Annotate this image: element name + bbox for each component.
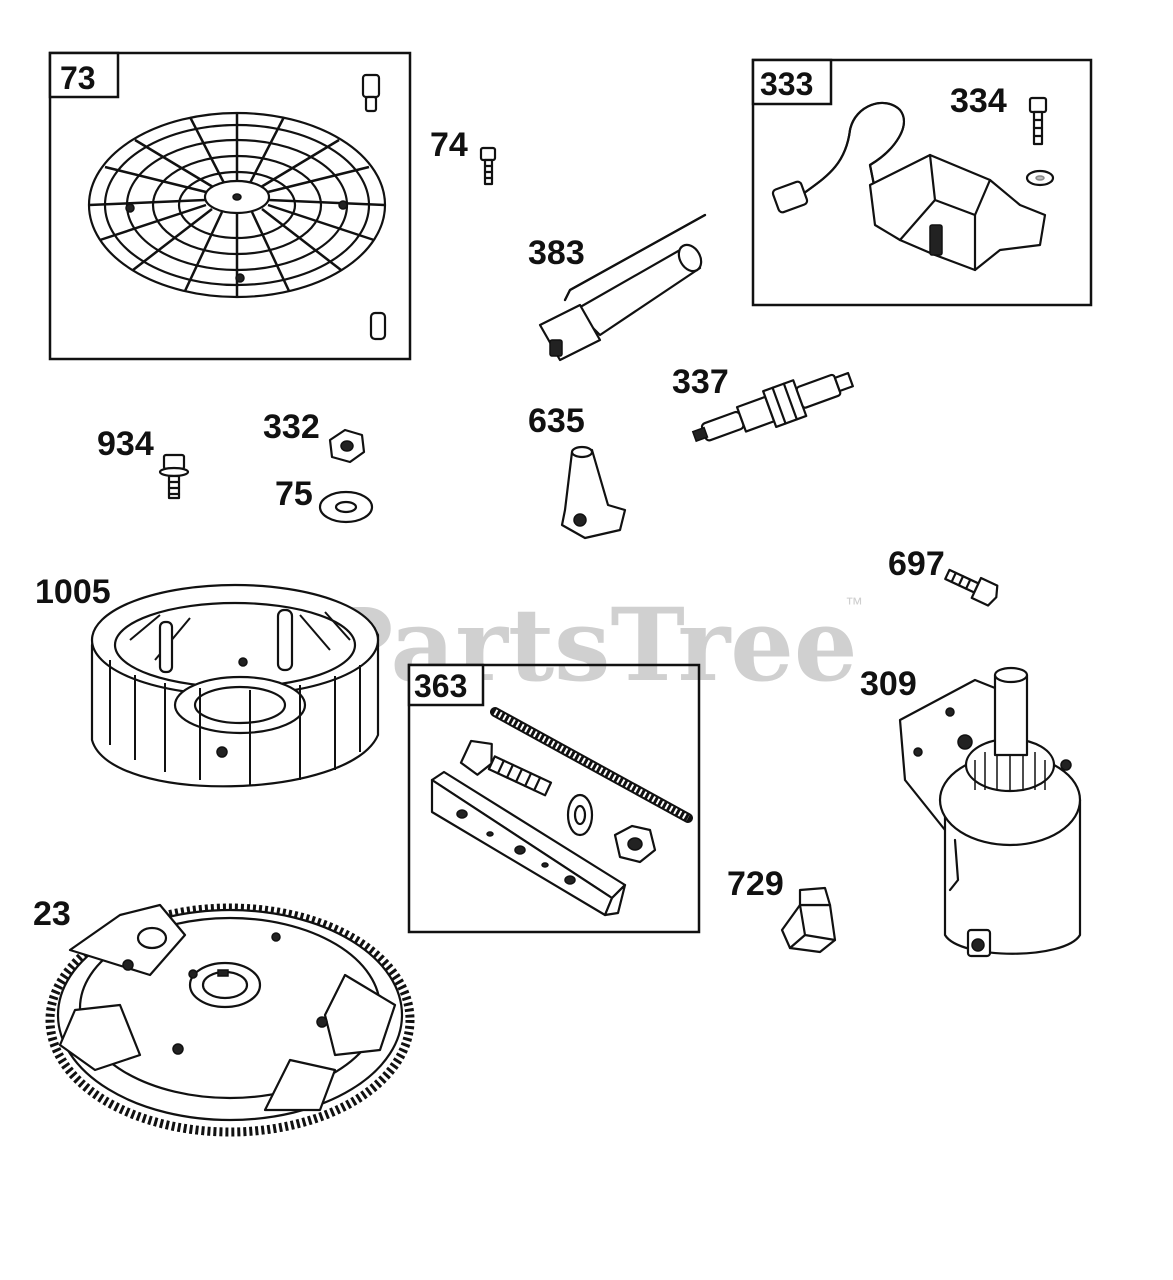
part-309-group[interactable]: 309 bbox=[860, 665, 1082, 958]
part-75-group[interactable]: 75 bbox=[275, 475, 374, 524]
screw-washer-drawing bbox=[1025, 96, 1055, 187]
part-383-group[interactable]: 383 bbox=[528, 213, 707, 362]
part-334-group[interactable]: 334 bbox=[950, 82, 1055, 187]
watermark: PartsTree bbox=[318, 586, 858, 704]
part-73-group[interactable]: 73 bbox=[48, 51, 412, 361]
starter-motor-drawing bbox=[898, 666, 1082, 958]
watermark-tm: ™ bbox=[845, 594, 863, 614]
clip-drawing bbox=[780, 886, 837, 954]
part-332-group[interactable]: 332 bbox=[263, 408, 366, 464]
part-729-label: 729 bbox=[727, 865, 784, 903]
fan-screen-drawing bbox=[87, 111, 387, 299]
ignition-coil-drawing bbox=[771, 101, 1047, 272]
part-73-label: 73 bbox=[60, 60, 96, 96]
pin-drawing bbox=[361, 73, 387, 341]
part-729-group[interactable]: 729 bbox=[727, 865, 837, 954]
part-363-label: 363 bbox=[414, 668, 467, 704]
part-1005-group[interactable]: 1005 bbox=[35, 573, 380, 788]
boot-drawing bbox=[560, 445, 627, 540]
part-697-group[interactable]: 697 bbox=[888, 545, 1001, 607]
part-1005-label: 1005 bbox=[35, 573, 111, 611]
part-334-label: 334 bbox=[950, 82, 1007, 120]
part-332-label: 332 bbox=[263, 408, 320, 446]
washer-drawing bbox=[318, 490, 374, 524]
flywheel-drawing bbox=[45, 903, 415, 1137]
part-23-group[interactable]: 23 bbox=[33, 895, 415, 1137]
part-635-label: 635 bbox=[528, 402, 585, 440]
hex-bolt-drawing bbox=[944, 568, 999, 607]
part-337-label: 337 bbox=[672, 363, 729, 401]
part-75-label: 75 bbox=[275, 475, 313, 513]
spark-lead-drawing bbox=[538, 213, 707, 362]
nut-drawing bbox=[328, 428, 366, 464]
part-74-group[interactable]: 74 bbox=[430, 126, 497, 186]
part-337-group[interactable]: 337 bbox=[672, 362, 857, 454]
part-934-label: 934 bbox=[97, 425, 154, 463]
kit-nut-drawing bbox=[613, 824, 657, 864]
part-635-group[interactable]: 635 bbox=[528, 402, 627, 540]
bracket-drawing bbox=[430, 770, 627, 917]
part-23-label: 23 bbox=[33, 895, 71, 933]
flange-bolt-drawing bbox=[158, 453, 190, 500]
part-333-label: 333 bbox=[760, 66, 813, 102]
part-934-group[interactable]: 934 bbox=[97, 425, 190, 500]
part-333-group[interactable]: 333 bbox=[751, 58, 1093, 307]
part-383-label: 383 bbox=[528, 234, 585, 272]
part-697-label: 697 bbox=[888, 545, 945, 583]
flywheel-fan-drawing bbox=[90, 583, 380, 788]
part-309-label: 309 bbox=[860, 665, 917, 703]
spark-plug-drawing bbox=[691, 371, 854, 443]
part-74-label: 74 bbox=[430, 126, 468, 164]
part-363-group[interactable]: 363 bbox=[407, 663, 701, 934]
hex-bolt-kit-drawing bbox=[459, 739, 553, 797]
kit-washer-drawing bbox=[566, 793, 594, 837]
threaded-rod-drawing bbox=[490, 707, 693, 823]
bolt-drawing bbox=[479, 146, 497, 186]
